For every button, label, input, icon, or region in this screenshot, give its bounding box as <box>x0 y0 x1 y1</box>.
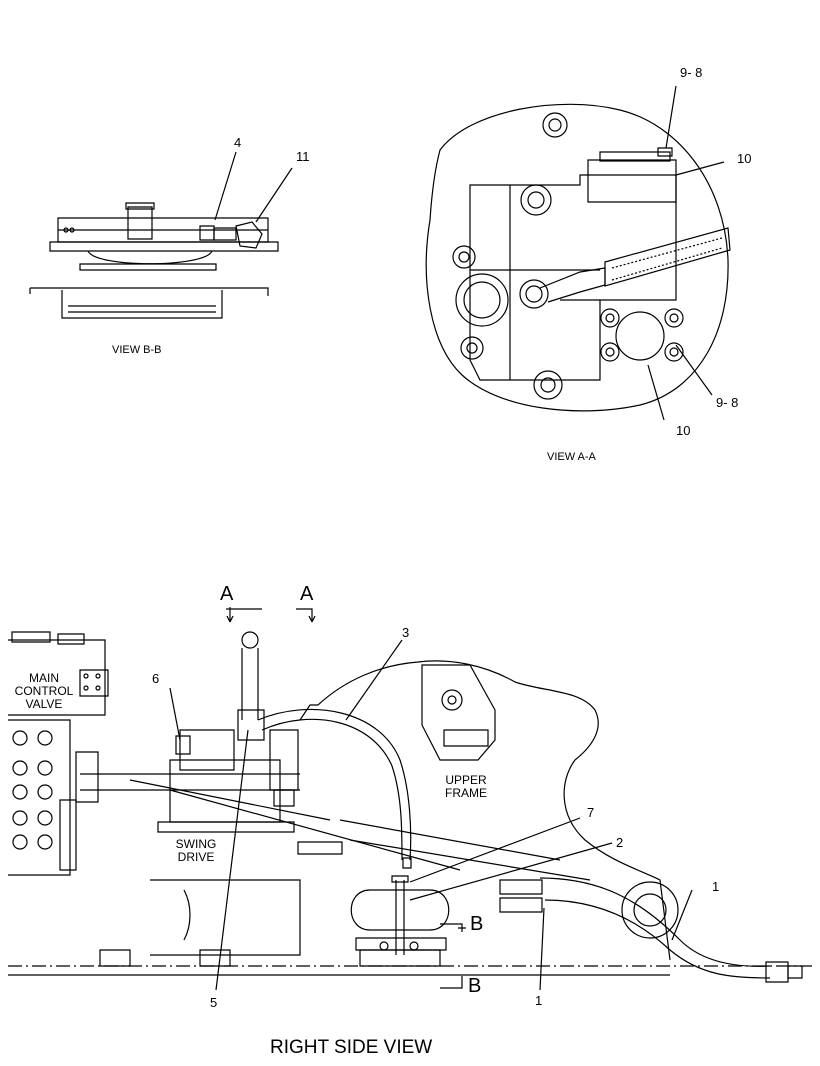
callout-10-bottom: 10 <box>676 423 691 438</box>
view-bb-drawing <box>30 152 292 318</box>
callout-5: 5 <box>210 995 218 1010</box>
section-mark-b-top: B <box>470 913 484 935</box>
callout-10-top: 10 <box>737 151 752 166</box>
callout-9-8-top: 9- 8 <box>680 65 703 80</box>
main-control-valve-label: MAIN CONTROL VALVE <box>6 672 82 711</box>
area-label-line: DRIVE <box>177 850 215 864</box>
area-label-line: UPPER <box>445 773 487 787</box>
area-label-line: FRAME <box>445 786 487 800</box>
view-aa-caption: VIEW A-A <box>547 451 596 463</box>
section-mark-a-right: A <box>300 583 314 605</box>
area-label-line: SWING <box>175 837 217 851</box>
view-aa-drawing <box>426 86 730 420</box>
callout-2: 2 <box>616 835 624 850</box>
area-label-line: MAIN <box>29 671 59 685</box>
right-side-view-drawing <box>8 607 812 990</box>
area-label-line: VALVE <box>25 697 63 711</box>
callout-6: 6 <box>152 671 160 686</box>
upper-frame-label: UPPER FRAME <box>438 774 494 800</box>
callout-9-8-bottom: 9- 8 <box>716 395 739 410</box>
right-side-view-title: RIGHT SIDE VIEW <box>270 1037 433 1058</box>
area-label-line: CONTROL <box>14 684 74 698</box>
callout-7: 7 <box>587 805 595 820</box>
swing-drive-label: SWING DRIVE <box>168 838 224 864</box>
section-mark-a-left: A <box>220 583 234 605</box>
view-bb-caption: VIEW B-B <box>112 344 162 356</box>
callout-4: 4 <box>234 135 242 150</box>
callout-1-bottom: 1 <box>535 993 543 1008</box>
callout-3: 3 <box>402 625 410 640</box>
callout-11: 11 <box>296 149 310 164</box>
callout-1-right: 1 <box>712 879 720 894</box>
section-mark-b-bottom: B <box>468 975 482 997</box>
